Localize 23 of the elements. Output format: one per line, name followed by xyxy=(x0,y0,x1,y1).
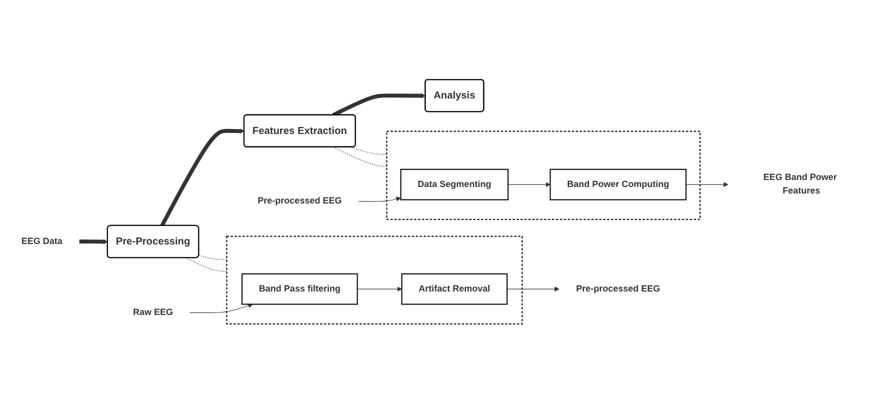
node-box: Artifact Removal xyxy=(401,274,508,306)
arrow xyxy=(190,304,253,314)
node-text: Raw EEG xyxy=(133,308,174,318)
arrow xyxy=(357,286,402,292)
arrow xyxy=(160,128,244,228)
node-text: Pre-processed EEG xyxy=(576,284,660,294)
connector xyxy=(349,146,387,155)
node-box: Band Pass filtering xyxy=(241,274,358,306)
arrow xyxy=(506,286,560,292)
arrow xyxy=(508,182,550,188)
node-text: Pre-processed EEG xyxy=(258,196,342,206)
connector xyxy=(198,255,227,260)
arrow xyxy=(358,196,402,202)
node-text: EEG Band Power Features xyxy=(763,173,837,196)
connector xyxy=(184,258,227,272)
arrow xyxy=(686,182,728,188)
node-box: Data Segmenting xyxy=(400,169,509,201)
node-text: EEG Data xyxy=(21,236,62,246)
connector xyxy=(332,146,387,167)
cluster xyxy=(386,131,701,220)
arrow xyxy=(79,240,108,244)
cluster xyxy=(226,236,523,325)
node-box: Band Power Computing xyxy=(550,169,687,201)
